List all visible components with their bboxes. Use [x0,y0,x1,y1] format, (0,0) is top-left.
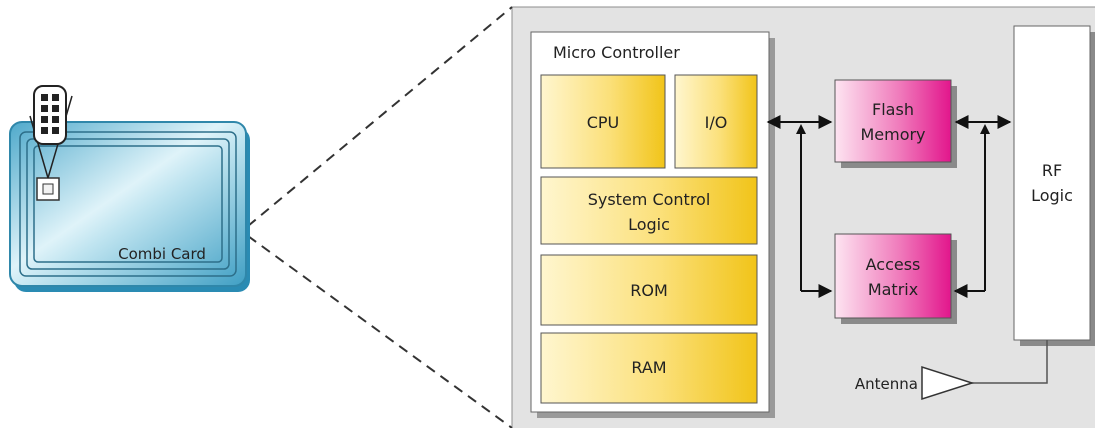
ram-label: RAM [631,358,666,377]
zoom-line-top [247,6,513,227]
rf-logic: RF Logic [1013,25,1095,346]
rom-block [540,254,758,326]
antenna: Antenna [855,340,1048,401]
bus-connections [766,115,1012,298]
ram-block [540,332,758,404]
combi-card: Combi Card [9,95,250,292]
access-matrix-label-1: Access [866,255,921,274]
cpu-block [540,74,666,169]
flash-memory-label-1: Flash [872,100,914,119]
micro-controller: Micro Controller CPU I/O System Control … [530,31,775,418]
antenna-wire [970,340,1048,384]
system-control-logic-label-2: Logic [628,215,670,234]
cpu-label: CPU [587,113,620,132]
zoom-line-bottom [247,235,513,428]
flash-memory: Flash Memory [834,79,957,168]
system-control-logic-block [540,176,758,245]
system-control-logic-label-1: System Control [588,190,711,209]
rf-logic-label-2: Logic [1031,186,1073,205]
bus-right-up-arrowhead [980,124,990,134]
micro-controller-title: Micro Controller [553,43,680,62]
card-label: Combi Card [118,245,206,263]
flash-memory-label-2: Memory [860,125,925,144]
antenna-coil-3 [33,145,223,263]
antenna-icon [921,365,975,401]
contact-connector-icon [33,85,67,145]
io-block [674,74,758,169]
bus-left-up-arrowhead [796,124,806,134]
access-matrix: Access Matrix [834,233,957,324]
rom-label: ROM [630,281,668,300]
access-matrix-label-2: Matrix [868,280,918,299]
antenna-coil-2 [26,138,230,270]
rf-logic-label-1: RF [1042,161,1062,180]
antenna-coil-1 [19,131,237,277]
io-label: I/O [705,113,728,132]
antenna-label: Antenna [855,375,918,393]
